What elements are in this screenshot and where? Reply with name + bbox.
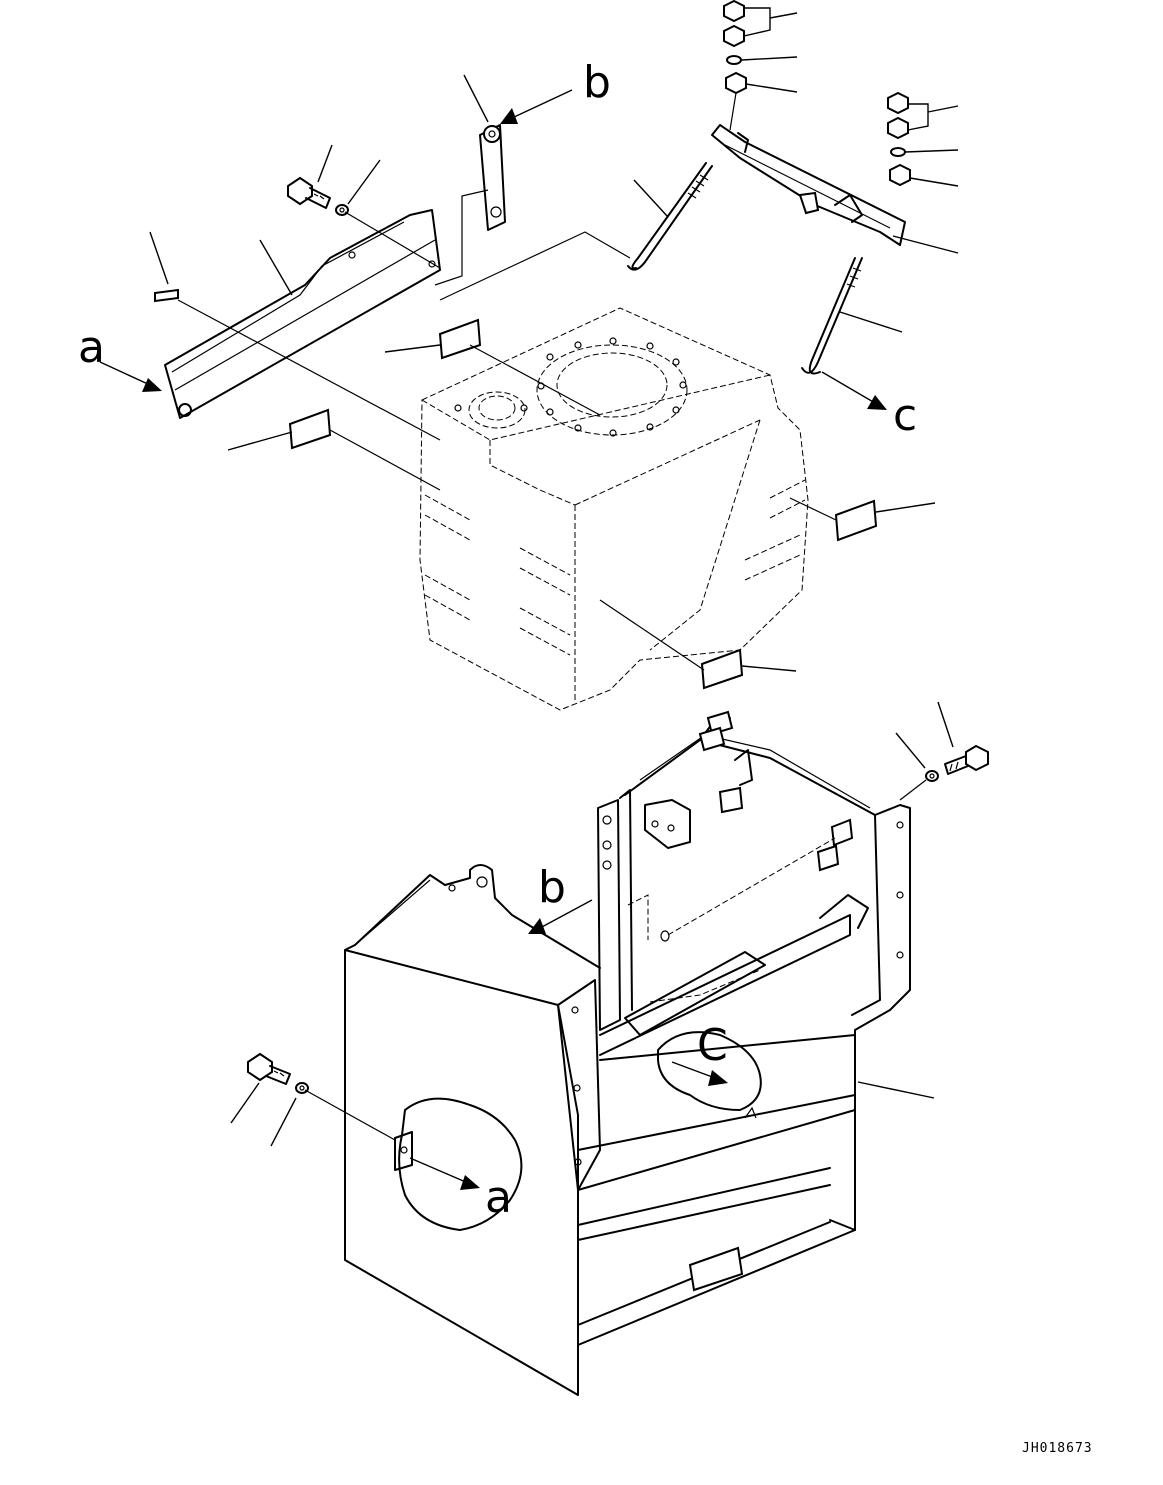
callout-b-top: b bbox=[583, 57, 611, 108]
washer-top-left bbox=[335, 204, 349, 216]
callout-b-lower: b bbox=[538, 862, 566, 913]
rubber-pad-top bbox=[438, 318, 482, 360]
callout-c-top: c bbox=[893, 390, 917, 441]
bolt-lower-right-tie-line bbox=[899, 779, 927, 801]
washer-lower-right bbox=[925, 770, 939, 782]
bolt-a-tie-line bbox=[304, 1089, 396, 1141]
j-bolt-right bbox=[801, 257, 863, 375]
fuel-tank-ghost bbox=[419, 307, 809, 711]
bolt-top-left bbox=[287, 176, 331, 209]
detail-bubble-c bbox=[657, 1031, 762, 1119]
rubber-pad-left bbox=[288, 408, 332, 450]
bolt-lower-right bbox=[944, 744, 989, 775]
leader-lines bbox=[149, 7, 959, 1147]
vertical-link bbox=[479, 124, 506, 231]
j-bolt-upper bbox=[627, 162, 713, 271]
callout-arrows bbox=[99, 89, 887, 1190]
nut-stack-2 bbox=[887, 91, 911, 187]
drawing-code: JH018673 bbox=[1022, 1441, 1093, 1456]
rubber-pad-right bbox=[834, 499, 878, 542]
callout-a-top: a bbox=[78, 322, 105, 373]
side-strap-bracket bbox=[164, 209, 441, 419]
detail-bubble-a bbox=[394, 1097, 523, 1231]
callout-c-lower: C bbox=[697, 1020, 728, 1071]
rubber-pad-bottom bbox=[700, 648, 744, 690]
washer-lower-left bbox=[295, 1082, 309, 1094]
tank-frame-lower bbox=[344, 710, 911, 1396]
nut-stack-1 bbox=[723, 0, 747, 131]
assembly-tie-lines bbox=[177, 189, 837, 671]
rubber-pad-small bbox=[154, 288, 179, 303]
callout-a-lower: a bbox=[485, 1172, 512, 1223]
top-right-clamp-bracket bbox=[711, 124, 906, 246]
bolt-lower-left bbox=[247, 1052, 291, 1085]
